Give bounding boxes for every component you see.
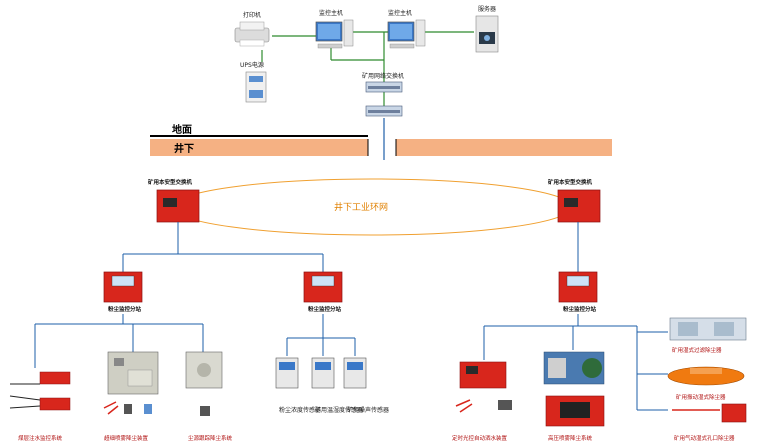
pneumatic-dust-collector: 矿用气动湿式孔口除尘器 bbox=[672, 403, 747, 442]
coal-water-system: 煤层注水监控系统 bbox=[9, 371, 71, 442]
substation-left-1-label: 粉尘监控分站 bbox=[108, 305, 142, 313]
ring-label: 井下工业环网 bbox=[334, 201, 388, 213]
industrial-ring: 井下工业环网 bbox=[171, 178, 573, 236]
ups: UPS电源 bbox=[240, 61, 267, 103]
dust-removal-system: 尘源跟踪降尘系统 bbox=[185, 351, 233, 442]
ring-switch-left: 矿用本安型交换机 bbox=[148, 178, 200, 223]
ring-switch-right: 矿用本安型交换机 bbox=[548, 178, 601, 223]
monitor-host-2: 监控主机 bbox=[387, 9, 426, 49]
printer: 打印机 bbox=[234, 11, 270, 47]
auto-spray-label: 定时光控自动洒水装置 bbox=[452, 434, 508, 442]
vibration-label: 矿用振动湿式除尘器 bbox=[676, 393, 726, 401]
coal-water-label: 煤层注水监控系统 bbox=[18, 434, 63, 442]
dust-removal-label: 尘源跟踪降尘系统 bbox=[188, 434, 233, 442]
vibration-dust-collector: 矿用振动湿式除尘器 bbox=[667, 366, 745, 401]
monitor-host-1: 监控主机 bbox=[315, 9, 354, 49]
ground-band: 地面 bbox=[150, 123, 368, 137]
substation-left-2: 粉尘监控分站 bbox=[303, 271, 343, 313]
substation-left-2-label: 粉尘监控分站 bbox=[308, 305, 342, 313]
server-label: 服务器 bbox=[478, 5, 496, 13]
substation-right-label: 粉尘监控分站 bbox=[563, 305, 597, 313]
substation-right: 粉尘监控分站 bbox=[558, 271, 598, 313]
monitor-host-1-label: 监控主机 bbox=[319, 9, 343, 17]
ground-label: 地面 bbox=[172, 123, 192, 136]
high-pressure-system: 高压喷雾降尘系统 bbox=[543, 351, 605, 442]
network-switch: 矿用网络交换机 bbox=[362, 72, 404, 117]
high-pressure-label: 高压喷雾降尘系统 bbox=[548, 434, 593, 442]
server: 服务器 bbox=[475, 5, 499, 53]
dust-sensor-label: 粉尘浓度传感器 bbox=[279, 406, 321, 414]
noise-sensor-label: 矿用噪声传感器 bbox=[347, 406, 389, 414]
noise-sensor: 矿用噪声传感器 bbox=[343, 357, 389, 414]
monitor-host-2-label: 监控主机 bbox=[388, 9, 412, 17]
pneumatic-label: 矿用气动湿式孔口除尘器 bbox=[674, 434, 735, 442]
substation-left-1: 粉尘监控分站 bbox=[103, 271, 143, 313]
spray-label: 超细喷雾降尘装置 bbox=[104, 434, 149, 442]
wet-filter-dust-collector: 矿用湿式过滤除尘器 bbox=[669, 317, 747, 354]
temp-sensor-label: 矿用温湿度传感器 bbox=[315, 406, 363, 414]
temp-sensor: 矿用温湿度传感器 bbox=[311, 357, 363, 414]
ring-switch-right-label: 矿用本安型交换机 bbox=[548, 178, 593, 186]
printer-label: 打印机 bbox=[243, 11, 261, 19]
wet-filter-label: 矿用湿式过滤除尘器 bbox=[672, 346, 722, 354]
underground-band: 井下 bbox=[150, 139, 612, 156]
switch-label: 矿用网络交换机 bbox=[362, 72, 404, 80]
link-lines bbox=[34, 222, 668, 411]
underground-label: 井下 bbox=[174, 142, 194, 155]
spray-device: 超细喷雾降尘装置 bbox=[103, 351, 159, 442]
auto-spray-device: 定时光控自动洒水装置 bbox=[452, 361, 512, 442]
dust-sensor: 粉尘浓度传感器 bbox=[275, 357, 321, 414]
ups-label: UPS电源 bbox=[240, 61, 264, 69]
ring-switch-left-label: 矿用本安型交换机 bbox=[148, 178, 193, 186]
